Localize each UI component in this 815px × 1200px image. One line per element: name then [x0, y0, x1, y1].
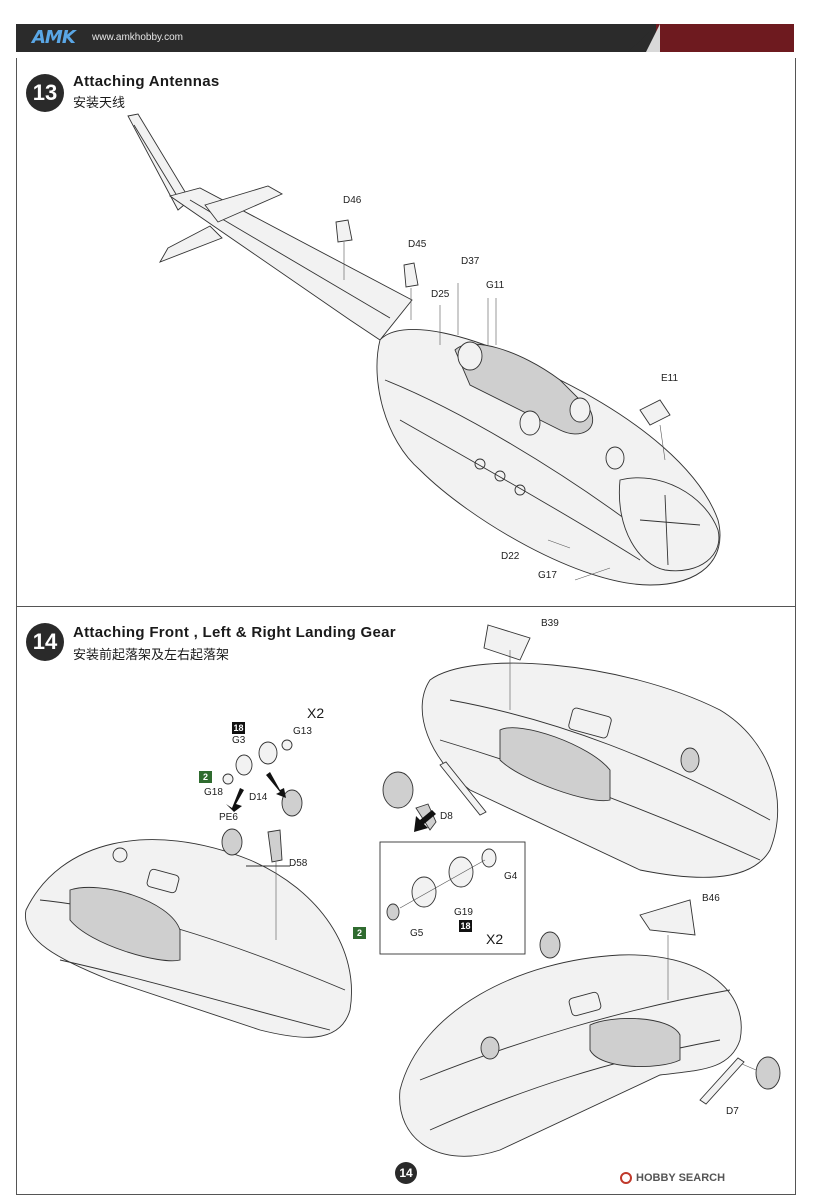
part-label-g18: G18: [204, 787, 223, 798]
step-14-title: Attaching Front , Left & Right Landing G…: [73, 624, 396, 641]
part-label-b46: B46: [702, 893, 720, 904]
header-slash-accent: [646, 24, 660, 52]
step14-inset-wheel-drawing: [379, 810, 526, 955]
part-label-g13: G13: [293, 726, 312, 737]
part-label-d14: D14: [249, 792, 268, 803]
sprue-badge-2-top: 2: [199, 771, 212, 783]
part-label-b39: B39: [541, 618, 559, 629]
header-website: www.amkhobby.com: [92, 32, 183, 43]
part-label-d58: D58: [289, 858, 308, 869]
page-number: 14: [395, 1162, 417, 1184]
sprue-badge-18-top: 18: [232, 722, 245, 734]
part-label-d8: D8: [440, 811, 453, 822]
sprue-badge-18-mid: 18: [459, 920, 472, 932]
step14-left-helicopter-drawing: [24, 739, 352, 1038]
header-accent: [656, 24, 794, 52]
step-13-title-cn: 安装天线: [73, 96, 126, 111]
watermark: HOBBY SEARCH: [636, 1172, 726, 1184]
part-label-g3: G3: [232, 735, 246, 746]
step-13-number: 13: [26, 74, 64, 112]
step-divider: [16, 606, 795, 607]
step-14-title-cn: 安装前起落架及左右起落架: [73, 648, 230, 663]
watermark-icon: [620, 1172, 632, 1184]
part-label-d22: D22: [501, 551, 520, 562]
sprue-badge-2-mid: 2: [353, 927, 366, 939]
step-13-title: Attaching Antennas: [73, 73, 220, 90]
part-label-g11: G11: [486, 280, 505, 291]
step14-top-helicopter-drawing: [382, 624, 779, 878]
part-label-g17: G17: [538, 570, 557, 581]
step-14-number: 14: [26, 623, 64, 661]
part-label-g5: G5: [410, 928, 424, 939]
part-label-e11: E11: [661, 373, 679, 384]
header-bar: [16, 24, 656, 52]
part-label-d46: D46: [343, 195, 362, 206]
part-label-pe6: PE6: [219, 812, 238, 823]
part-label-d25: D25: [431, 289, 450, 300]
part-label-d37: D37: [461, 256, 480, 267]
multiplier-mid: X2: [486, 931, 504, 947]
part-label-g19: G19: [454, 907, 473, 918]
step14-bottom-helicopter-drawing: [399, 899, 781, 1157]
page-frame: [16, 58, 796, 1195]
page-header: AMK www.amkhobby.com: [16, 24, 794, 52]
part-label-d45: D45: [408, 239, 427, 250]
part-label-d7: D7: [726, 1106, 739, 1117]
part-label-g4: G4: [504, 871, 518, 882]
step13-helicopter-drawing: [127, 113, 721, 586]
amk-logo: AMK: [32, 27, 76, 48]
multiplier-top: X2: [307, 705, 325, 721]
